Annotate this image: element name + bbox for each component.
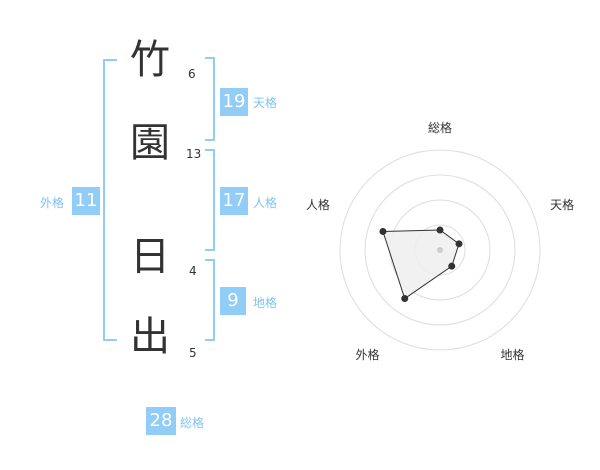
tenkaku-label: 天格 — [253, 96, 278, 110]
name-char-2-strokes: 13 — [186, 147, 202, 161]
gaikaku-label: 外格 — [40, 196, 65, 210]
name-char-4-strokes: 5 — [189, 346, 197, 360]
radar-point — [448, 262, 456, 270]
soukaku-badge: 28 — [146, 407, 176, 435]
name-char-4: 出 — [130, 314, 170, 360]
tenkaku-badge: 19 — [220, 88, 248, 116]
radar-point — [401, 295, 409, 303]
name-char-3-strokes: 4 — [189, 264, 197, 278]
radar-point — [436, 226, 444, 234]
radar-axis-label: 外格 — [355, 347, 379, 362]
radar-polygon — [382, 229, 460, 300]
soukaku-label: 総格 — [180, 416, 205, 430]
radar-point — [379, 227, 387, 235]
radar-axis-label: 総格 — [428, 120, 452, 135]
chikaku-label: 地格 — [253, 296, 278, 310]
name-char-1: 竹 — [130, 37, 170, 83]
name-char-2: 園 — [130, 120, 170, 166]
gaikaku-badge: 11 — [72, 187, 100, 215]
radar-axis-label: 地格 — [501, 347, 525, 362]
radar-point — [455, 240, 463, 248]
radar-axis-label: 天格 — [550, 197, 574, 212]
radar-ring — [364, 174, 516, 326]
name-char-1-strokes: 6 — [188, 67, 196, 81]
jinkaku-label: 人格 — [253, 196, 278, 210]
gaikaku-bracket — [103, 59, 117, 341]
jinkaku-bracket — [205, 149, 215, 251]
tenkaku-bracket — [205, 57, 215, 141]
chikaku-bracket — [205, 259, 215, 341]
radar-ring — [339, 149, 541, 351]
jinkaku-badge: 17 — [220, 187, 248, 215]
radar-center — [437, 247, 443, 253]
name-char-3: 日 — [130, 234, 170, 280]
chikaku-badge: 9 — [220, 287, 246, 315]
radar-axis-label: 人格 — [306, 197, 330, 212]
